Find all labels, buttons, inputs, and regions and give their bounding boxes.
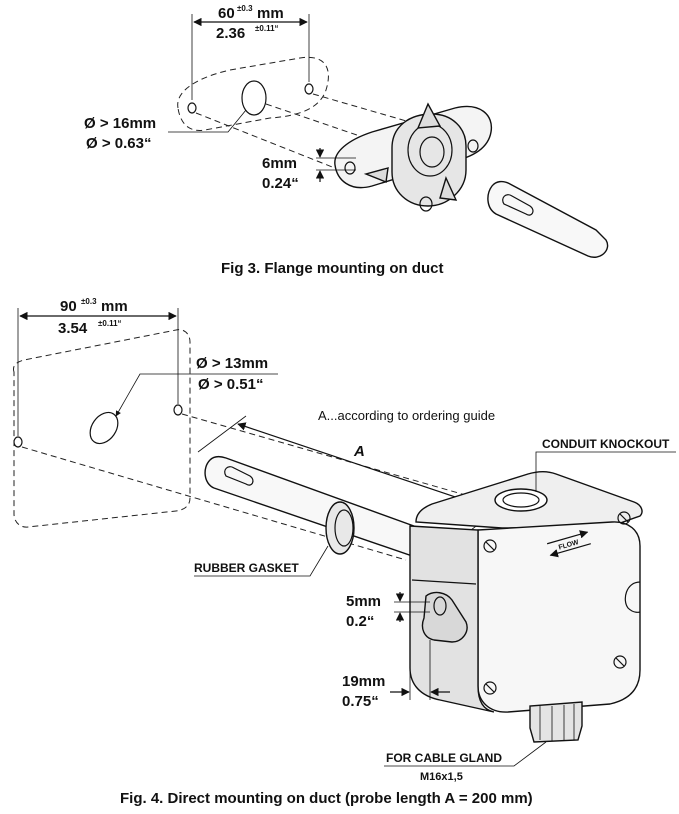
fig3-caption: Fig 3. Flange mounting on duct [221,260,443,277]
fig3-template-outline [177,56,329,131]
fig4-caption: Fig. 4. Direct mounting on duct (probe l… [120,790,533,807]
fig3-right-hole [304,83,314,95]
fig4-gap-mm: 5mm [346,593,381,610]
fig4-spacing-unit: mm [101,298,128,315]
fig4-spacing-tol-mm: ±0.3 [81,297,97,306]
fig4-left-hole [13,436,23,448]
fig4-spacing-in: 3.54 [58,320,88,337]
fig3-spacing-tol-mm: ±0.3 [237,4,253,13]
fig3-hole-mm: Ø > 16mm [84,115,156,132]
fig4-right-hole [173,404,183,416]
fig3-thickness-in: 0.24“ [262,175,299,192]
fig4-template-outline [13,329,191,528]
fig4-hole-in: Ø > 0.51“ [198,376,263,393]
fig3-spacing-tol-in: ±0.11“ [255,24,279,33]
fig4-cable-gland [529,701,583,743]
fig4-ordering-note: A...according to ordering guide [318,408,495,423]
fig4-gasket-label: RUBBER GASKET [194,561,299,575]
fig3-spacing-mm: 60 [218,5,235,22]
fig4-spacing-mm: 90 [60,298,77,315]
fig4-housing-front [477,521,641,713]
fig3-flange-mounting: 60 ±0.3 mm 2.36 ±0.11“ Ø > 16mm Ø > 0.63… [84,4,609,277]
fig4-spacing-tol-in: ±0.11“ [98,319,122,328]
fig3-spacing-in: 2.36 [216,25,245,42]
fig4-conduit-knockout [494,488,548,512]
fig3-left-hole [187,102,197,114]
fig3-hole-in: Ø > 0.63“ [86,135,151,152]
fig3-probe [487,180,609,258]
fig4-conduit-label: CONDUIT KNOCKOUT [542,437,670,451]
fig4-depth-in: 0.75“ [342,693,379,710]
fig4-probe [204,455,437,561]
fig3-center-hole [241,80,267,116]
fig3-thickness-mm: 6mm [262,155,297,172]
fig3-flange-collar [391,113,467,207]
fig4-screws [483,511,631,695]
fig3-spacing-unit: mm [257,5,284,22]
fig4-depth-mm: 19mm [342,673,385,690]
fig4-gland-size: M16x1,5 [420,771,463,783]
fig4-length-symbol: A [353,443,365,460]
fig4-gap-in: 0.2“ [346,613,374,630]
fig4-gland-label: FOR CABLE GLAND [386,751,502,765]
fig4-hole-mm: Ø > 13mm [196,355,268,372]
fig4-center-hole [89,411,119,445]
fig4-rubber-gasket [325,501,355,555]
fig4-direct-mounting: 90 ±0.3 mm 3.54 ±0.11“ Ø > 13mm Ø > 0.51… [13,297,676,807]
